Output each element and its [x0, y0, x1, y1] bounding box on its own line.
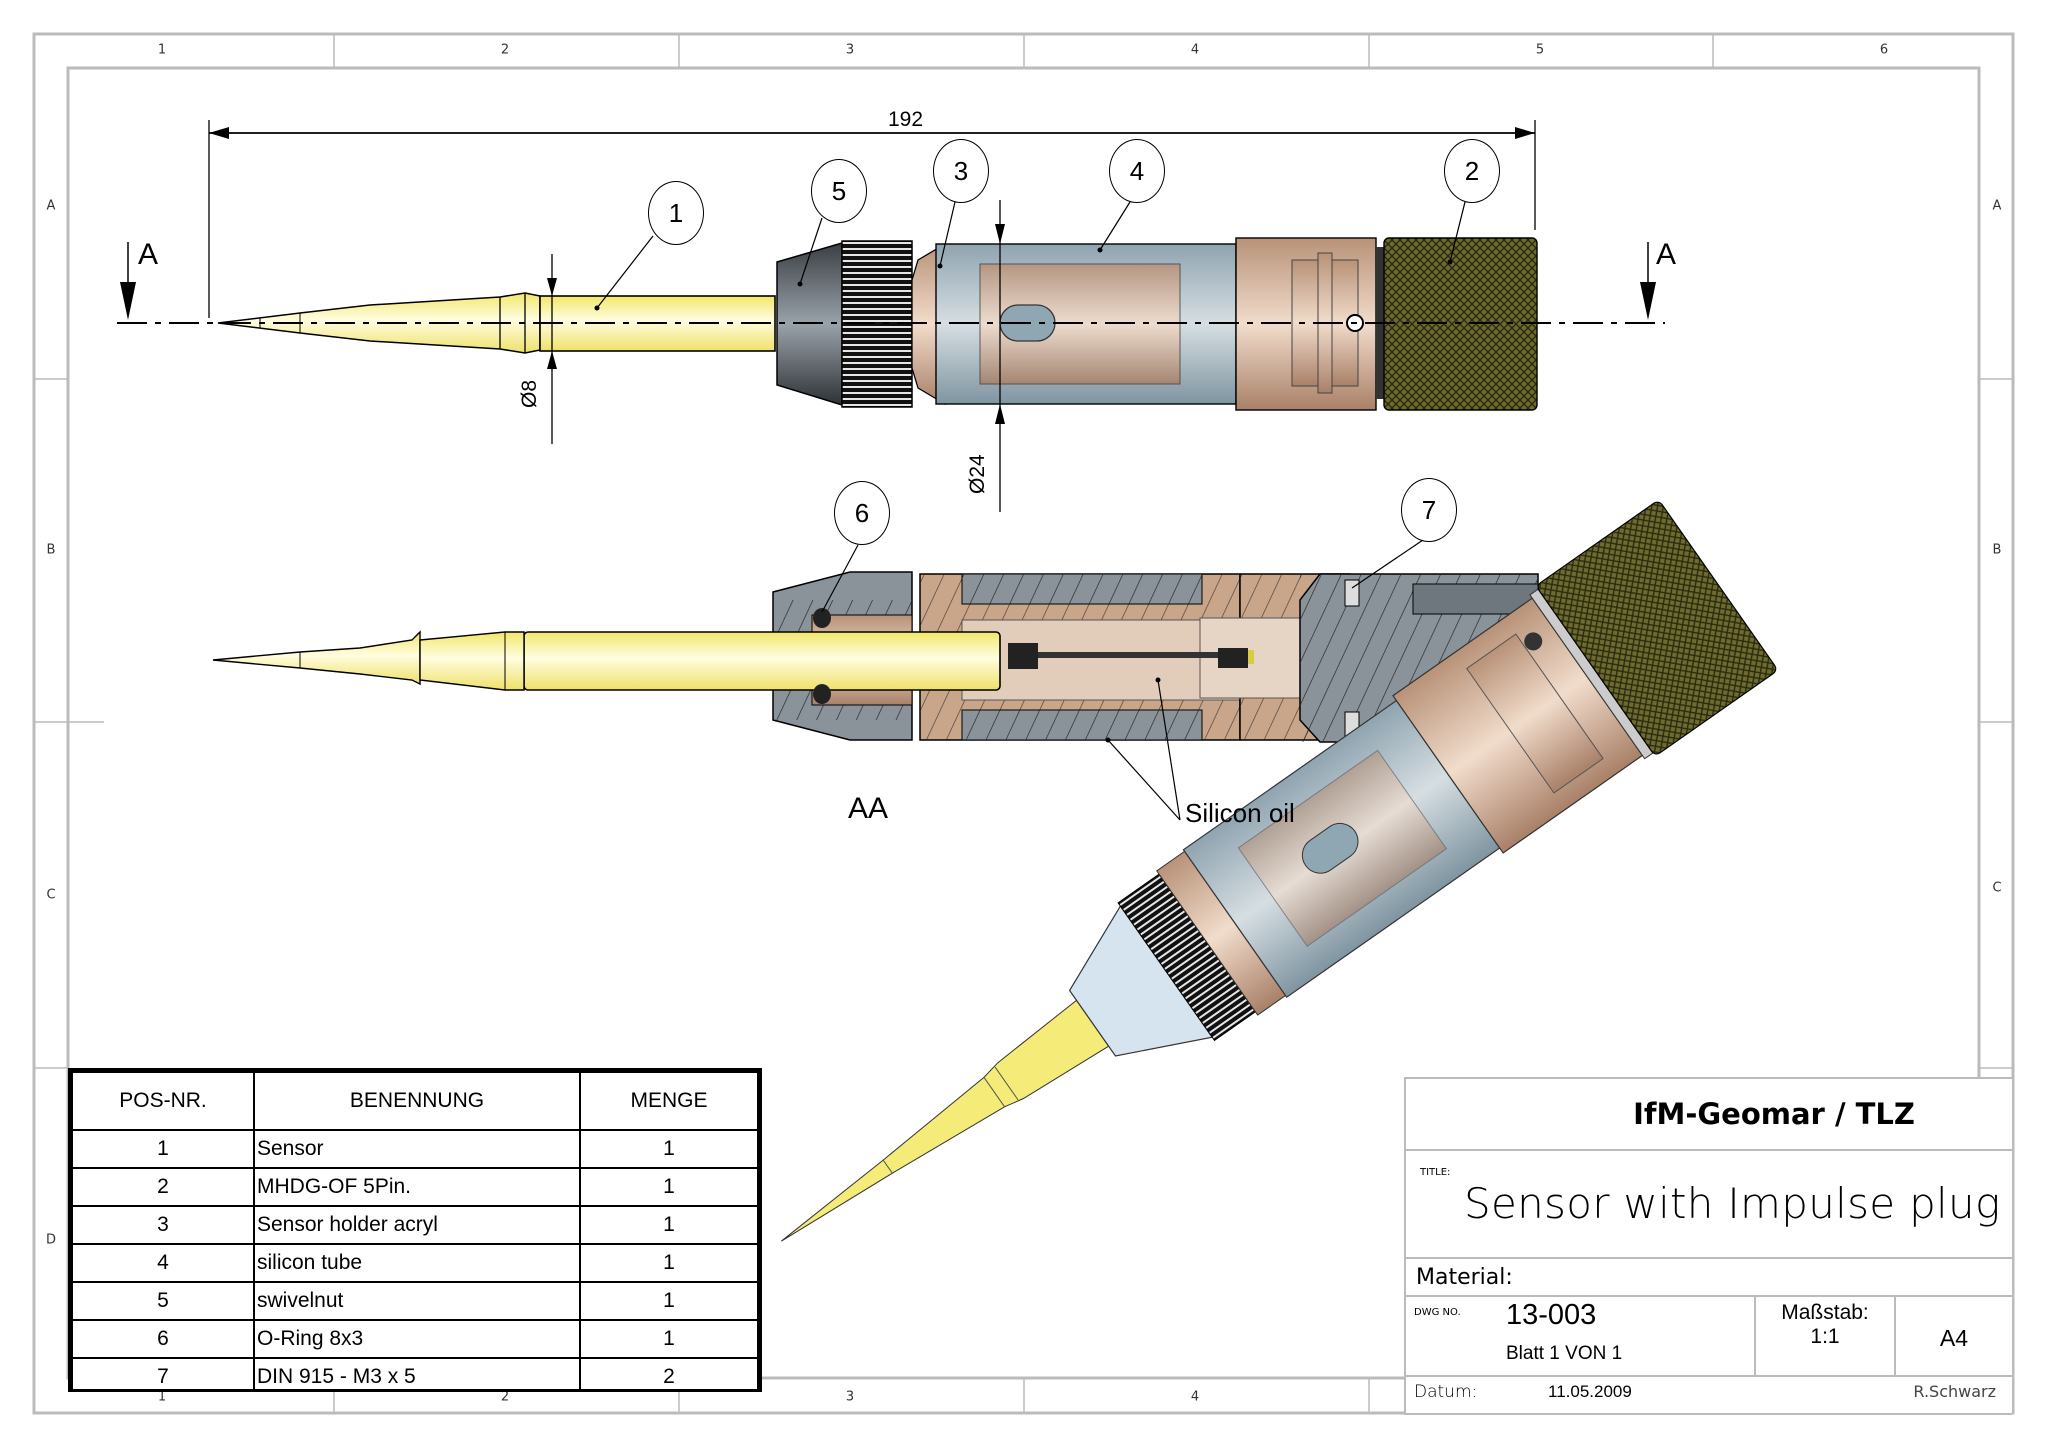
zone-col-3: 3 [845, 42, 855, 58]
zone-col-1-bottom: 1 [157, 1389, 167, 1405]
balloon-5: 5 [811, 159, 867, 223]
title-row: TITLE: Sensor with Impulse plug [1406, 1151, 2012, 1259]
balloon-4: 4 [1109, 139, 1165, 203]
material-row: Material: [1406, 1257, 2012, 1297]
zone-row-b-right: B [1992, 542, 2002, 558]
zone-col-4: 4 [1190, 42, 1200, 58]
dimension-overall-length: 192 [888, 108, 924, 131]
bom-header-qty: MENGE [579, 1071, 759, 1131]
bom-pos: 5 [71, 1281, 255, 1321]
company-name: IfM-Geomar / TLZ [1406, 1079, 2012, 1151]
zone-col-1: 1 [157, 42, 167, 58]
zone-col-4-bottom: 4 [1190, 1389, 1200, 1405]
scale-label: Maßstab: [1781, 1301, 1869, 1324]
bom-name: MHDG-OF 5Pin. [253, 1167, 581, 1207]
dwg-no-label: DWG NO. [1414, 1307, 1461, 1318]
bom-name: DIN 915 - M3 x 5 [253, 1357, 581, 1391]
bom-name: Sensor holder acryl [253, 1205, 581, 1245]
bom-name: Sensor [253, 1129, 581, 1169]
material-label: Material: [1416, 1265, 1513, 1290]
balloon-7: 7 [1401, 478, 1457, 542]
bom-qty: 2 [579, 1357, 759, 1391]
section-arrow-left [120, 282, 136, 320]
bom-qty: 1 [579, 1129, 759, 1169]
dwg-no: 13-003 [1506, 1299, 1597, 1331]
section-label: AA [848, 792, 889, 825]
bom-pos: 2 [71, 1167, 255, 1207]
balloon-1: 1 [648, 181, 704, 245]
zone-col-2: 2 [500, 42, 510, 58]
date-value: 11.05.2009 [1548, 1382, 1632, 1401]
balloon-6: 6 [834, 481, 890, 545]
zone-col-6: 6 [1879, 42, 1889, 58]
section-arrow-right [1640, 282, 1656, 320]
bom-pos: 3 [71, 1205, 255, 1245]
zone-col-2-bottom: 2 [500, 1389, 510, 1405]
drawing-title: Sensor with Impulse plug [1464, 1179, 2001, 1228]
section-view [212, 539, 1539, 821]
sheet-number: Blatt 1 VON 1 [1506, 1343, 1623, 1364]
balloon-2: 2 [1444, 139, 1500, 203]
section-sensor-body [523, 631, 1001, 691]
date-label: Datum: [1414, 1382, 1478, 1402]
scale-value: 1:1 [1810, 1325, 1840, 1348]
bom-pos: 6 [71, 1319, 255, 1359]
dimension-sensor-diameter: Ø8 [518, 379, 541, 408]
balloon-3: 3 [933, 139, 989, 203]
drawing-number-row: DWG NO. 13-003 Blatt 1 VON 1 Maßstab: 1:… [1406, 1295, 2012, 1377]
bom-name: O-Ring 8x3 [253, 1319, 581, 1359]
bom-pos: 1 [71, 1129, 255, 1169]
zone-row-a-right: A [1992, 198, 2002, 214]
title-block: IfM-Geomar / TLZ TITLE: Sensor with Impu… [1404, 1077, 2012, 1415]
bom-qty: 1 [579, 1205, 759, 1245]
silicon-oil-note: Silicon oil [1185, 798, 1295, 828]
zone-row-c-right: C [1992, 880, 2002, 896]
bom-qty: 1 [579, 1167, 759, 1207]
isometric-view [780, 501, 1777, 1242]
bom-qty: 1 [579, 1243, 759, 1283]
zone-col-3-bottom: 3 [845, 1389, 855, 1405]
bom-qty: 1 [579, 1319, 759, 1359]
title-label: TITLE: [1420, 1167, 1451, 1178]
bom-pos: 4 [71, 1243, 255, 1283]
section-marker-right: A [1656, 238, 1677, 271]
bom-header-row: POS-NR. BENENNUNG MENGE [71, 1071, 759, 1131]
author: R.Schwarz [1913, 1382, 1996, 1401]
zone-row-b: B [46, 542, 56, 558]
zone-row-d: D [45, 1232, 57, 1248]
bom-header-pos: POS-NR. [71, 1071, 255, 1131]
bom-name: swivelnut [253, 1281, 581, 1321]
zone-row-c: C [46, 887, 56, 903]
paper-size: A4 [1939, 1325, 1969, 1351]
bom-pos: 7 [71, 1357, 255, 1391]
bom-qty: 1 [579, 1281, 759, 1321]
zone-row-a: A [46, 198, 56, 214]
date-row: Datum: 11.05.2009 R.Schwarz [1406, 1375, 2012, 1411]
bom-header-name: BENENNUNG [253, 1071, 581, 1131]
bom-name: silicon tube [253, 1243, 581, 1283]
section-marker-left: A [138, 238, 159, 271]
dimension-body-diameter: Ø24 [966, 454, 989, 494]
top-view [117, 120, 1665, 512]
zone-col-5: 5 [1535, 42, 1545, 58]
